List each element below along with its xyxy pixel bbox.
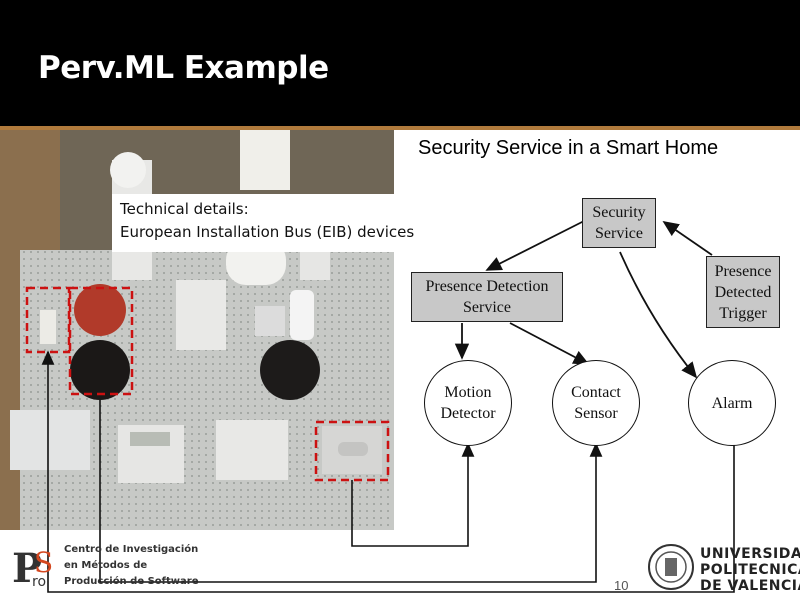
page-number: 10: [614, 578, 629, 593]
node-security-service-label: Security Service: [592, 204, 646, 242]
node-presence-detected-trigger: Presence Detected Trigger: [706, 256, 780, 328]
node-contact-sensor-label: Contact Sensor: [571, 384, 621, 422]
svg-text:S: S: [34, 546, 53, 579]
node-motion-detector: Motion Detector: [424, 360, 512, 446]
edge-presence-to-contact: [509, 322, 590, 365]
bus-line-alarm: [596, 444, 735, 593]
pros-logo-mark: P S ro: [12, 545, 53, 592]
node-presence-detection-service-label: Presence Detection Service: [425, 278, 549, 316]
upv-logo-line2: POLITECNICA: [700, 562, 800, 578]
title-accent-rule: [0, 126, 800, 130]
caption-heading: Technical details:: [120, 200, 249, 218]
node-security-service: Security Service: [582, 198, 656, 248]
node-motion-detector-label: Motion Detector: [440, 384, 496, 422]
node-alarm: Alarm: [688, 360, 776, 446]
bus-line-left-sensor: [47, 365, 596, 593]
cmps-logo: P S ro: [10, 538, 62, 593]
bus-line-motion-detector: [351, 442, 475, 547]
edge-security-to-presence-detection: [485, 219, 587, 271]
caption-detail: European Installation Bus (EIB) devices: [120, 223, 415, 241]
upv-seal-icon: [648, 544, 694, 590]
svg-text:ro: ro: [32, 574, 46, 588]
cmps-logo-line1: Centro de Investigación: [64, 544, 199, 555]
svg-text:P: P: [12, 545, 42, 588]
caption-background: [112, 194, 394, 252]
node-contact-sensor: Contact Sensor: [552, 360, 640, 446]
bus-line-contact-sensor: [99, 400, 603, 583]
edge-security-to-alarm: [619, 251, 698, 379]
node-presence-detected-trigger-label: Presence Detected Trigger: [714, 262, 772, 322]
diagram-title: Security Service in a Smart Home: [418, 137, 719, 159]
cmps-logo-line2: en Métodos de: [64, 560, 148, 571]
upv-logo-line3: DE VALENCIA: [700, 578, 800, 594]
slide-title: Perv.ML Example: [38, 50, 329, 86]
edge-trigger-to-security: [662, 220, 713, 256]
title-bar: [0, 0, 800, 126]
node-presence-detection-service: Presence Detection Service: [411, 272, 563, 322]
node-alarm-label: Alarm: [711, 394, 753, 412]
upv-logo-line1: UNIVERSIDAD: [700, 546, 800, 562]
cmps-logo-line3: Producción de Software: [64, 576, 199, 587]
